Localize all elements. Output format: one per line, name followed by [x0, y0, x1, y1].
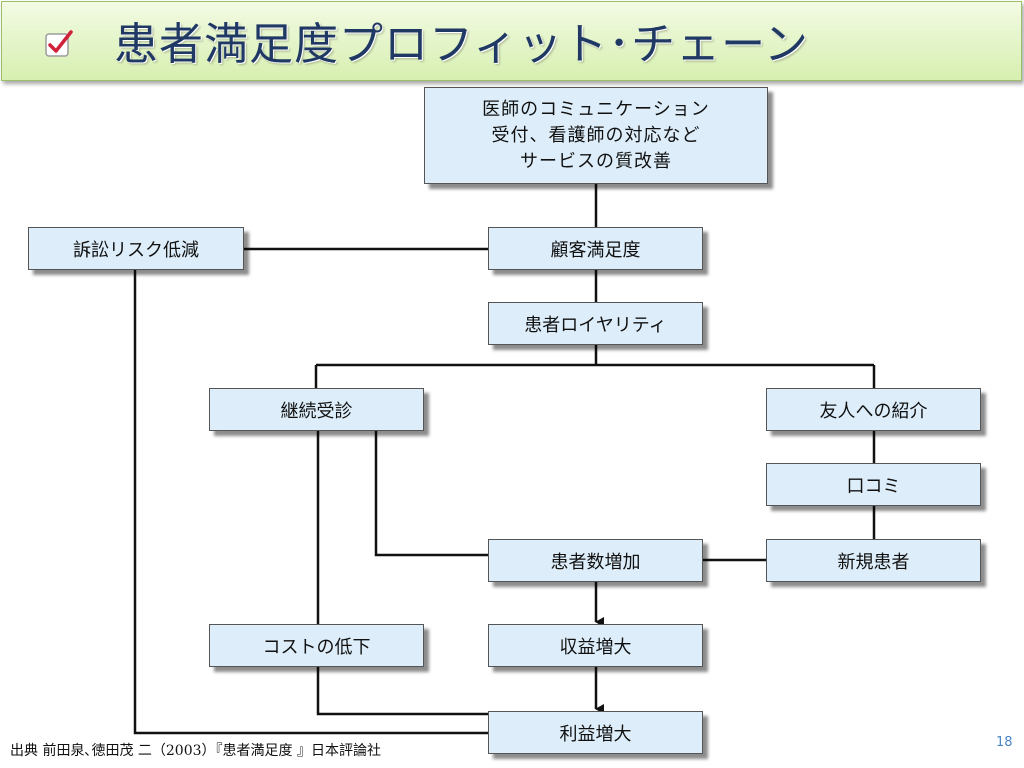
lawsuit-risk-box: 訴訟リスク低減: [28, 227, 244, 270]
service-quality-box: 医師のコミュニケーション 受付、看護師の対応など サービスの質改善: [424, 87, 768, 184]
source-citation: 出典 前田泉､徳田茂 二（2003）『患者満足度 』日本評論社: [10, 743, 381, 759]
title-bar: 患者満足度プロフィット･チェーン: [1, 1, 1022, 81]
patient-loyalty-box: 患者ロイヤリティ: [488, 302, 703, 345]
new-patients-box: 新規患者: [766, 539, 981, 582]
revenue-increase-box: 収益増大: [488, 624, 703, 667]
checkbox-check-icon: [45, 30, 73, 57]
patient-increase-box: 患者数増加: [488, 539, 703, 582]
cost-reduction-box: コストの低下: [209, 624, 424, 667]
customer-satisfaction-box: 顧客満足度: [488, 227, 703, 270]
service-quality-text: 医師のコミュニケーション 受付、看護師の対応など サービスの質改善: [482, 98, 710, 172]
profit-increase-box: 利益増大: [488, 711, 703, 754]
slide-title: 患者満足度プロフィット･チェーン: [114, 19, 809, 70]
connector-continued-to-increase: [374, 431, 488, 557]
friend-referral-box: 友人への紹介: [766, 388, 981, 431]
page-number: 18: [996, 735, 1013, 750]
connector-lawsuit-to-profit: [133, 270, 488, 735]
continued-visit-box: 継続受診: [209, 388, 424, 431]
connector-cost-to-profit: [316, 667, 488, 716]
word-of-mouth-box: 口コミ: [766, 463, 981, 506]
